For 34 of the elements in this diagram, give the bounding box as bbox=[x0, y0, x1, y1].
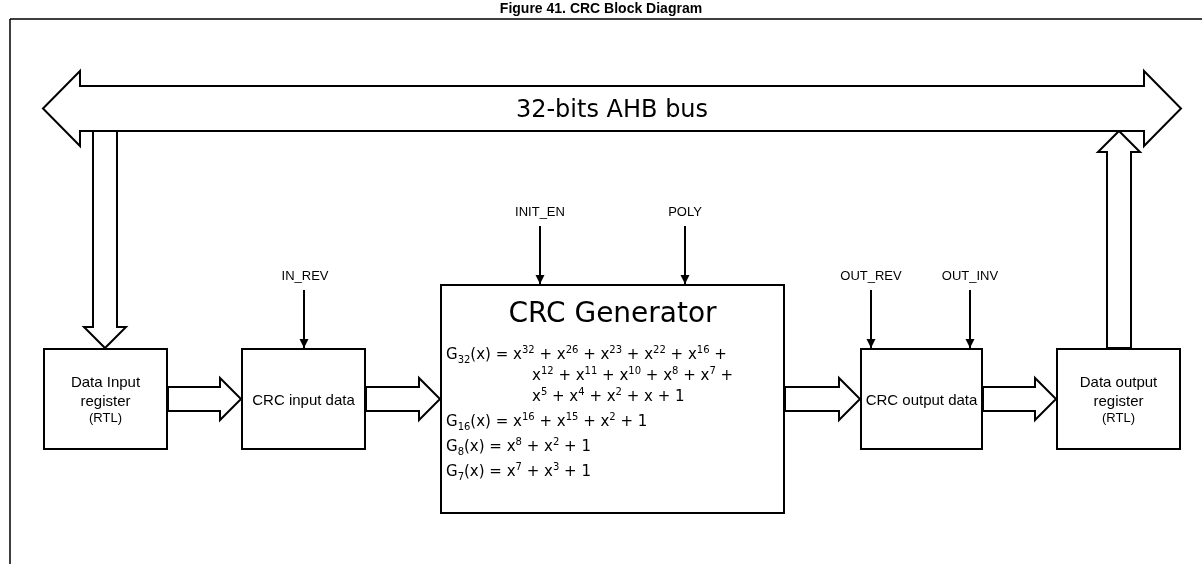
block-box bbox=[860, 348, 983, 450]
signal-name: INIT_EN bbox=[500, 204, 580, 222]
block-arrow bbox=[81, 130, 129, 350]
generator-box bbox=[440, 284, 785, 514]
figure-title: Figure 41. CRC Block Diagram bbox=[498, 0, 704, 16]
signal-name: POLY bbox=[655, 204, 715, 222]
signal-name: OUT_INV bbox=[935, 268, 1005, 286]
bus-arrow: 32-bits AHB bus bbox=[43, 71, 1181, 146]
block-arrow bbox=[982, 375, 1058, 423]
block-arrow bbox=[365, 375, 442, 423]
signal-arrow bbox=[965, 289, 975, 349]
signal-arrow bbox=[680, 225, 690, 285]
block-arrow bbox=[784, 375, 862, 423]
block-label: Data output register bbox=[1078, 372, 1159, 410]
polynomial-formula: G$_{32}$(x) = x$^{32}$ + x$^{26}$ + x$^{23}$ + x$^{22}$ + x$^{16}$ + x$^{12}$ + x$^{11}$ + x$^{10}$ + x$^{8}$ + x$^{7}$ + x$^{5}$ + x$^{4}$ + x$^{2}$ + x + 1 bbox=[446, 344, 735, 407]
signal-arrow bbox=[299, 289, 309, 349]
block-note: (RTL) bbox=[89, 410, 122, 426]
polynomial-formula: G$_{7}$(x) = x$^{7}$ + x$^{3}$ + 1 bbox=[446, 461, 591, 482]
signal-arrow bbox=[866, 289, 876, 349]
block-label: Data Input register bbox=[69, 372, 142, 410]
block-title: CRC Generator bbox=[508, 296, 717, 330]
signal-arrow bbox=[535, 225, 545, 285]
block-arrow bbox=[1095, 129, 1143, 349]
block-label: CRC output data bbox=[865, 389, 978, 409]
block-box bbox=[241, 348, 366, 450]
block-label: CRC input data bbox=[252, 389, 355, 409]
signal-name: OUT_REV bbox=[836, 268, 906, 286]
block-box bbox=[1056, 348, 1181, 450]
block-box bbox=[43, 348, 168, 450]
polynomial-formula: G$_{16}$(x) = x$^{16}$ + x$^{15}$ + x$^{2}$ + 1 bbox=[446, 411, 648, 432]
block-note: (RTL) bbox=[1102, 410, 1135, 426]
polynomial-formula: G$_{8}$(x) = x$^{8}$ + x$^{2}$ + 1 bbox=[446, 436, 591, 457]
signal-name: IN_REV bbox=[270, 268, 340, 286]
block-arrow bbox=[167, 375, 243, 423]
